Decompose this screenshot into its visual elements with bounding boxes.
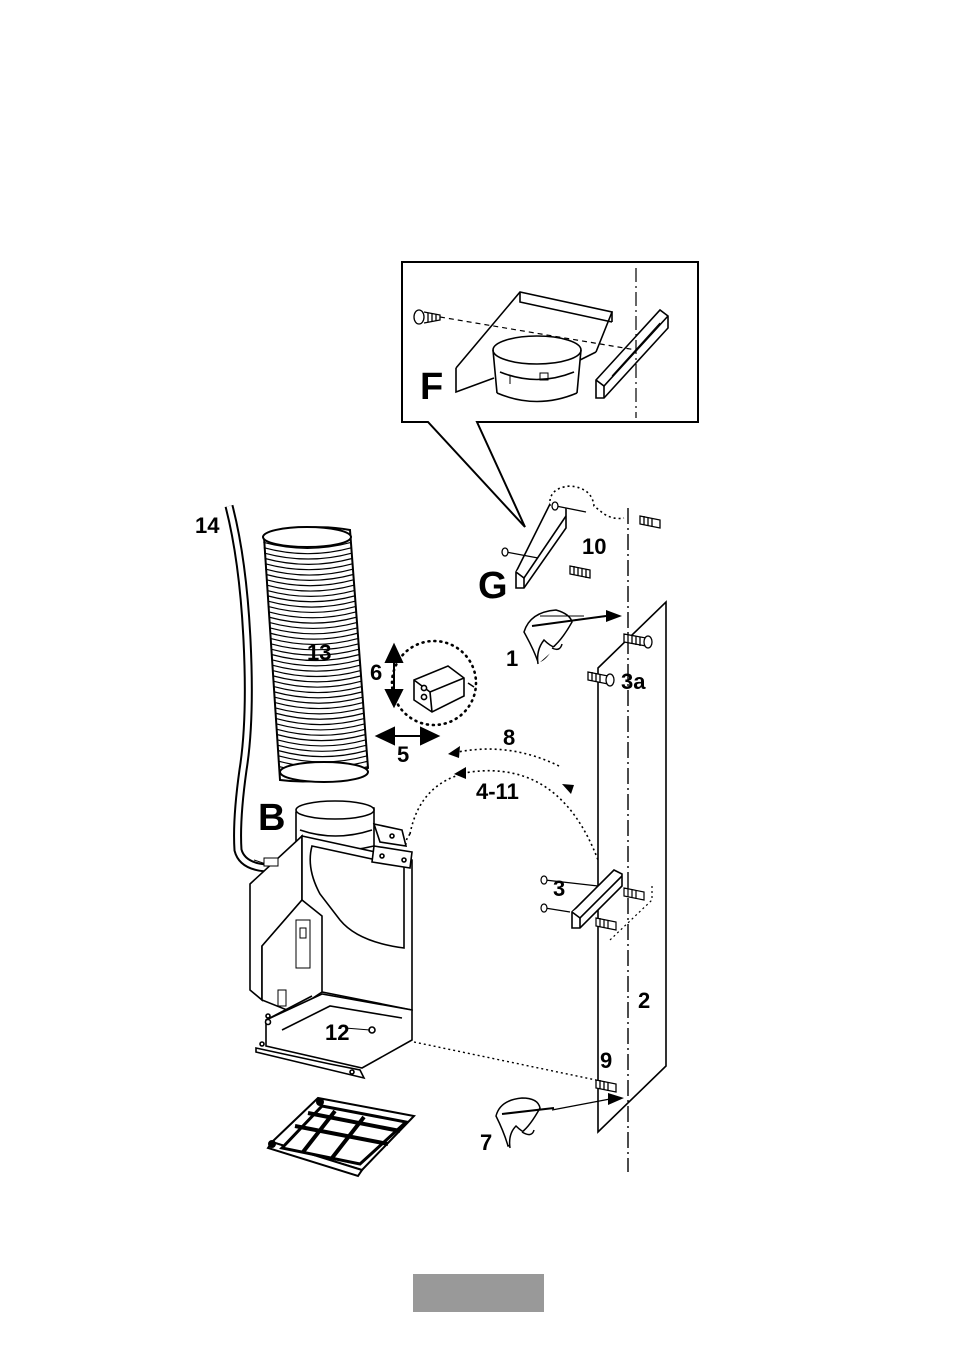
label-7: 7: [480, 1130, 492, 1155]
arrow-up-down-icon: [386, 645, 402, 706]
arrow-icon-lower: [608, 1093, 624, 1105]
label-2: 2: [638, 988, 650, 1013]
wall-plug-9: [596, 1080, 616, 1092]
label-3: 3: [553, 876, 565, 901]
label-3a: 3a: [621, 669, 646, 694]
detail-callout-f: [402, 262, 698, 527]
label-4-11: 4-11: [476, 779, 519, 804]
hand-pencil-icon-lower: [496, 1098, 554, 1148]
motion-arrows: [406, 749, 598, 860]
arrow-icon: [606, 610, 622, 622]
connection-line: [414, 1042, 596, 1080]
label-1: 1: [506, 646, 518, 671]
grease-filter: [268, 1098, 414, 1176]
label-9: 9: [600, 1048, 612, 1073]
label-14: 14: [195, 513, 220, 538]
label-6: 6: [370, 660, 382, 685]
page-number-tab: [413, 1274, 544, 1312]
label-g: G: [478, 565, 508, 607]
label-8: 8: [503, 725, 515, 750]
adjustment-detail: [392, 641, 476, 725]
label-10: 10: [582, 534, 606, 559]
label-5: 5: [397, 742, 409, 767]
label-13: 13: [307, 640, 331, 665]
label-f: F: [420, 366, 443, 408]
label-b: B: [258, 797, 285, 839]
label-12: 12: [325, 1020, 349, 1045]
